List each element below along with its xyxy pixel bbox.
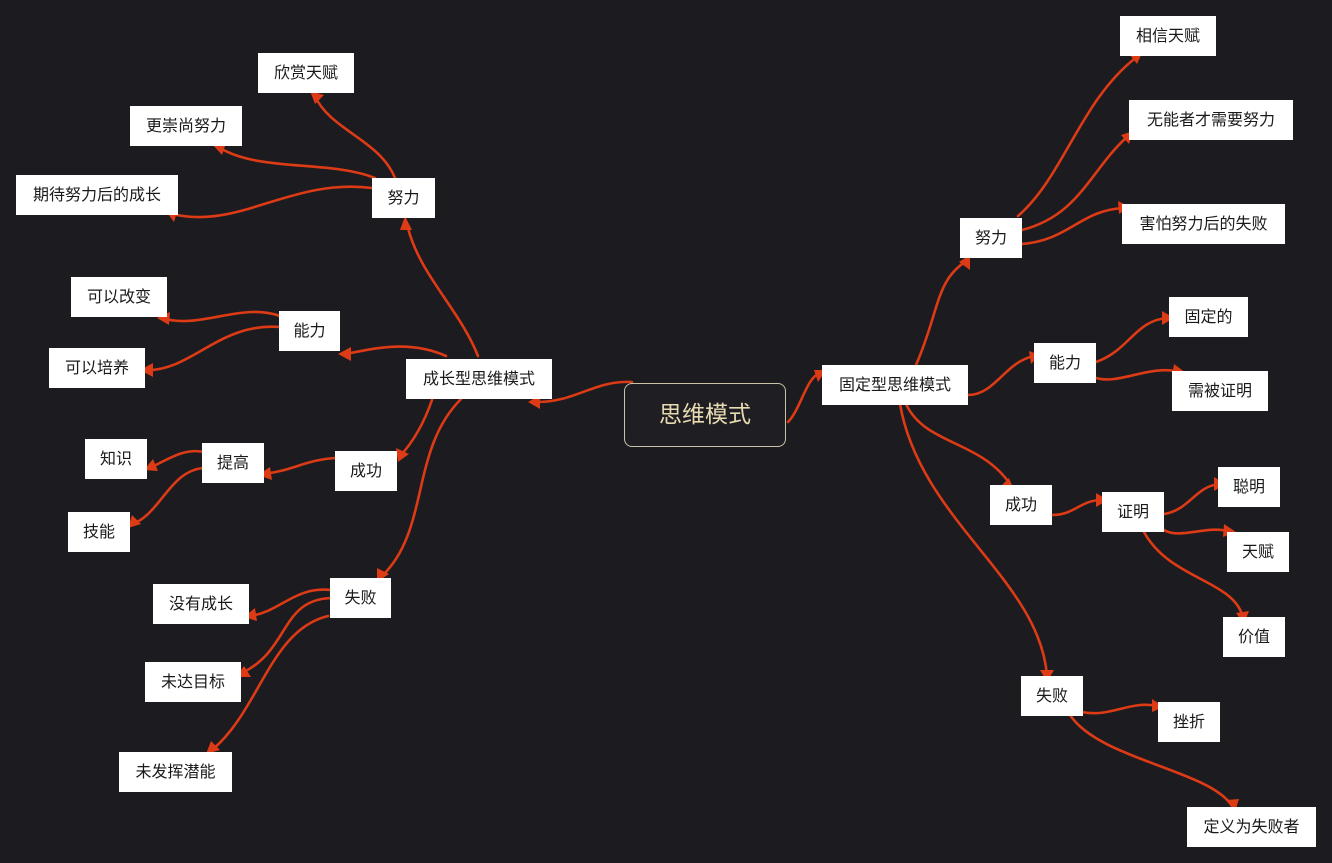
link-effort-hard (218, 146, 377, 180)
growth-effort-child-node[interactable]: 期待努力后的成长 (16, 175, 178, 215)
link-success-improve (262, 456, 337, 476)
link-ability-change (160, 310, 282, 323)
growth-effort-child-node[interactable]: 欣赏天赋 (258, 53, 354, 93)
growth-failure-child-node[interactable]: 没有成长 (153, 584, 249, 624)
link-ffailure-setback (1080, 703, 1160, 715)
link-growth-ability (344, 345, 448, 358)
link-improve-knowledge (148, 449, 206, 470)
root-node[interactable]: 思维模式 (624, 383, 786, 447)
link-prove-value (1142, 530, 1245, 620)
growth-improve-node[interactable]: 提高 (202, 443, 264, 483)
fixed-prove-child-node[interactable]: 聪明 (1218, 467, 1280, 507)
link-ability-cultivate (144, 325, 282, 372)
fixed-failure-child-node[interactable]: 定义为失败者 (1187, 807, 1316, 847)
link-feffort-incapable (1020, 134, 1130, 232)
link-failure-potential (210, 614, 330, 752)
link-fixed-success (904, 402, 1012, 486)
link-root-growth (536, 380, 634, 404)
growth-mindset-node[interactable]: 成长型思维模式 (406, 359, 552, 399)
fixed-ability-child-node[interactable]: 固定的 (1169, 297, 1248, 337)
link-improve-skill (130, 466, 206, 526)
fixed-failure-node[interactable]: 失败 (1021, 676, 1083, 716)
arrowheads (128, 51, 1249, 812)
link-fixed-ability (966, 354, 1036, 397)
fixed-ability-child-node[interactable]: 需被证明 (1172, 371, 1268, 411)
link-fability-fixed (1094, 316, 1170, 364)
growth-improve-child-node[interactable]: 技能 (68, 512, 130, 552)
link-growth-failure (380, 397, 463, 578)
fixed-effort-child-node[interactable]: 相信天赋 (1120, 16, 1216, 56)
fixed-mindset-node[interactable]: 固定型思维模式 (822, 365, 968, 405)
link-feffort-talent (1016, 54, 1140, 218)
fixed-effort-node[interactable]: 努力 (960, 218, 1022, 258)
fixed-prove-child-node[interactable]: 价值 (1223, 617, 1285, 657)
fixed-prove-node[interactable]: 证明 (1102, 492, 1164, 532)
link-growth-effort (406, 226, 480, 358)
fixed-failure-child-node[interactable]: 挫折 (1158, 702, 1220, 742)
link-fability-prove (1094, 368, 1182, 381)
growth-effort-child-node[interactable]: 更崇尚努力 (130, 106, 242, 146)
fixed-effort-child-node[interactable]: 害怕努力后的失败 (1122, 204, 1285, 244)
growth-ability-child-node[interactable]: 可以改变 (71, 277, 167, 317)
fixed-ability-node[interactable]: 能力 (1034, 343, 1096, 383)
growth-failure-node[interactable]: 失败 (330, 578, 391, 618)
growth-ability-child-node[interactable]: 可以培养 (49, 348, 145, 388)
link-prove-gift (1162, 528, 1232, 535)
fixed-prove-child-node[interactable]: 天赋 (1227, 532, 1289, 572)
growth-improve-child-node[interactable]: 知识 (85, 439, 147, 479)
link-growth-success (398, 398, 434, 458)
link-effort-admire (313, 94, 397, 180)
link-effort-grow (170, 185, 374, 219)
growth-failure-child-node[interactable]: 未达目标 (145, 662, 241, 702)
link-fixed-failure (898, 402, 1049, 678)
link-failure-nogrowth (248, 588, 333, 618)
link-ffailure-loser (1068, 713, 1234, 808)
link-root-fixed (786, 372, 820, 424)
growth-success-node[interactable]: 成功 (335, 451, 397, 491)
link-prove-smart (1162, 482, 1222, 516)
link-fixed-effort (914, 258, 970, 367)
link-fsuccess-prove (1050, 498, 1104, 517)
growth-failure-child-node[interactable]: 未发挥潜能 (119, 752, 232, 792)
link-failure-goal (240, 596, 333, 675)
fixed-success-node[interactable]: 成功 (990, 485, 1052, 525)
link-feffort-fear (1020, 206, 1126, 246)
growth-effort-node[interactable]: 努力 (372, 178, 435, 218)
fixed-effort-child-node[interactable]: 无能者才需要努力 (1129, 100, 1293, 140)
growth-ability-node[interactable]: 能力 (279, 311, 340, 351)
